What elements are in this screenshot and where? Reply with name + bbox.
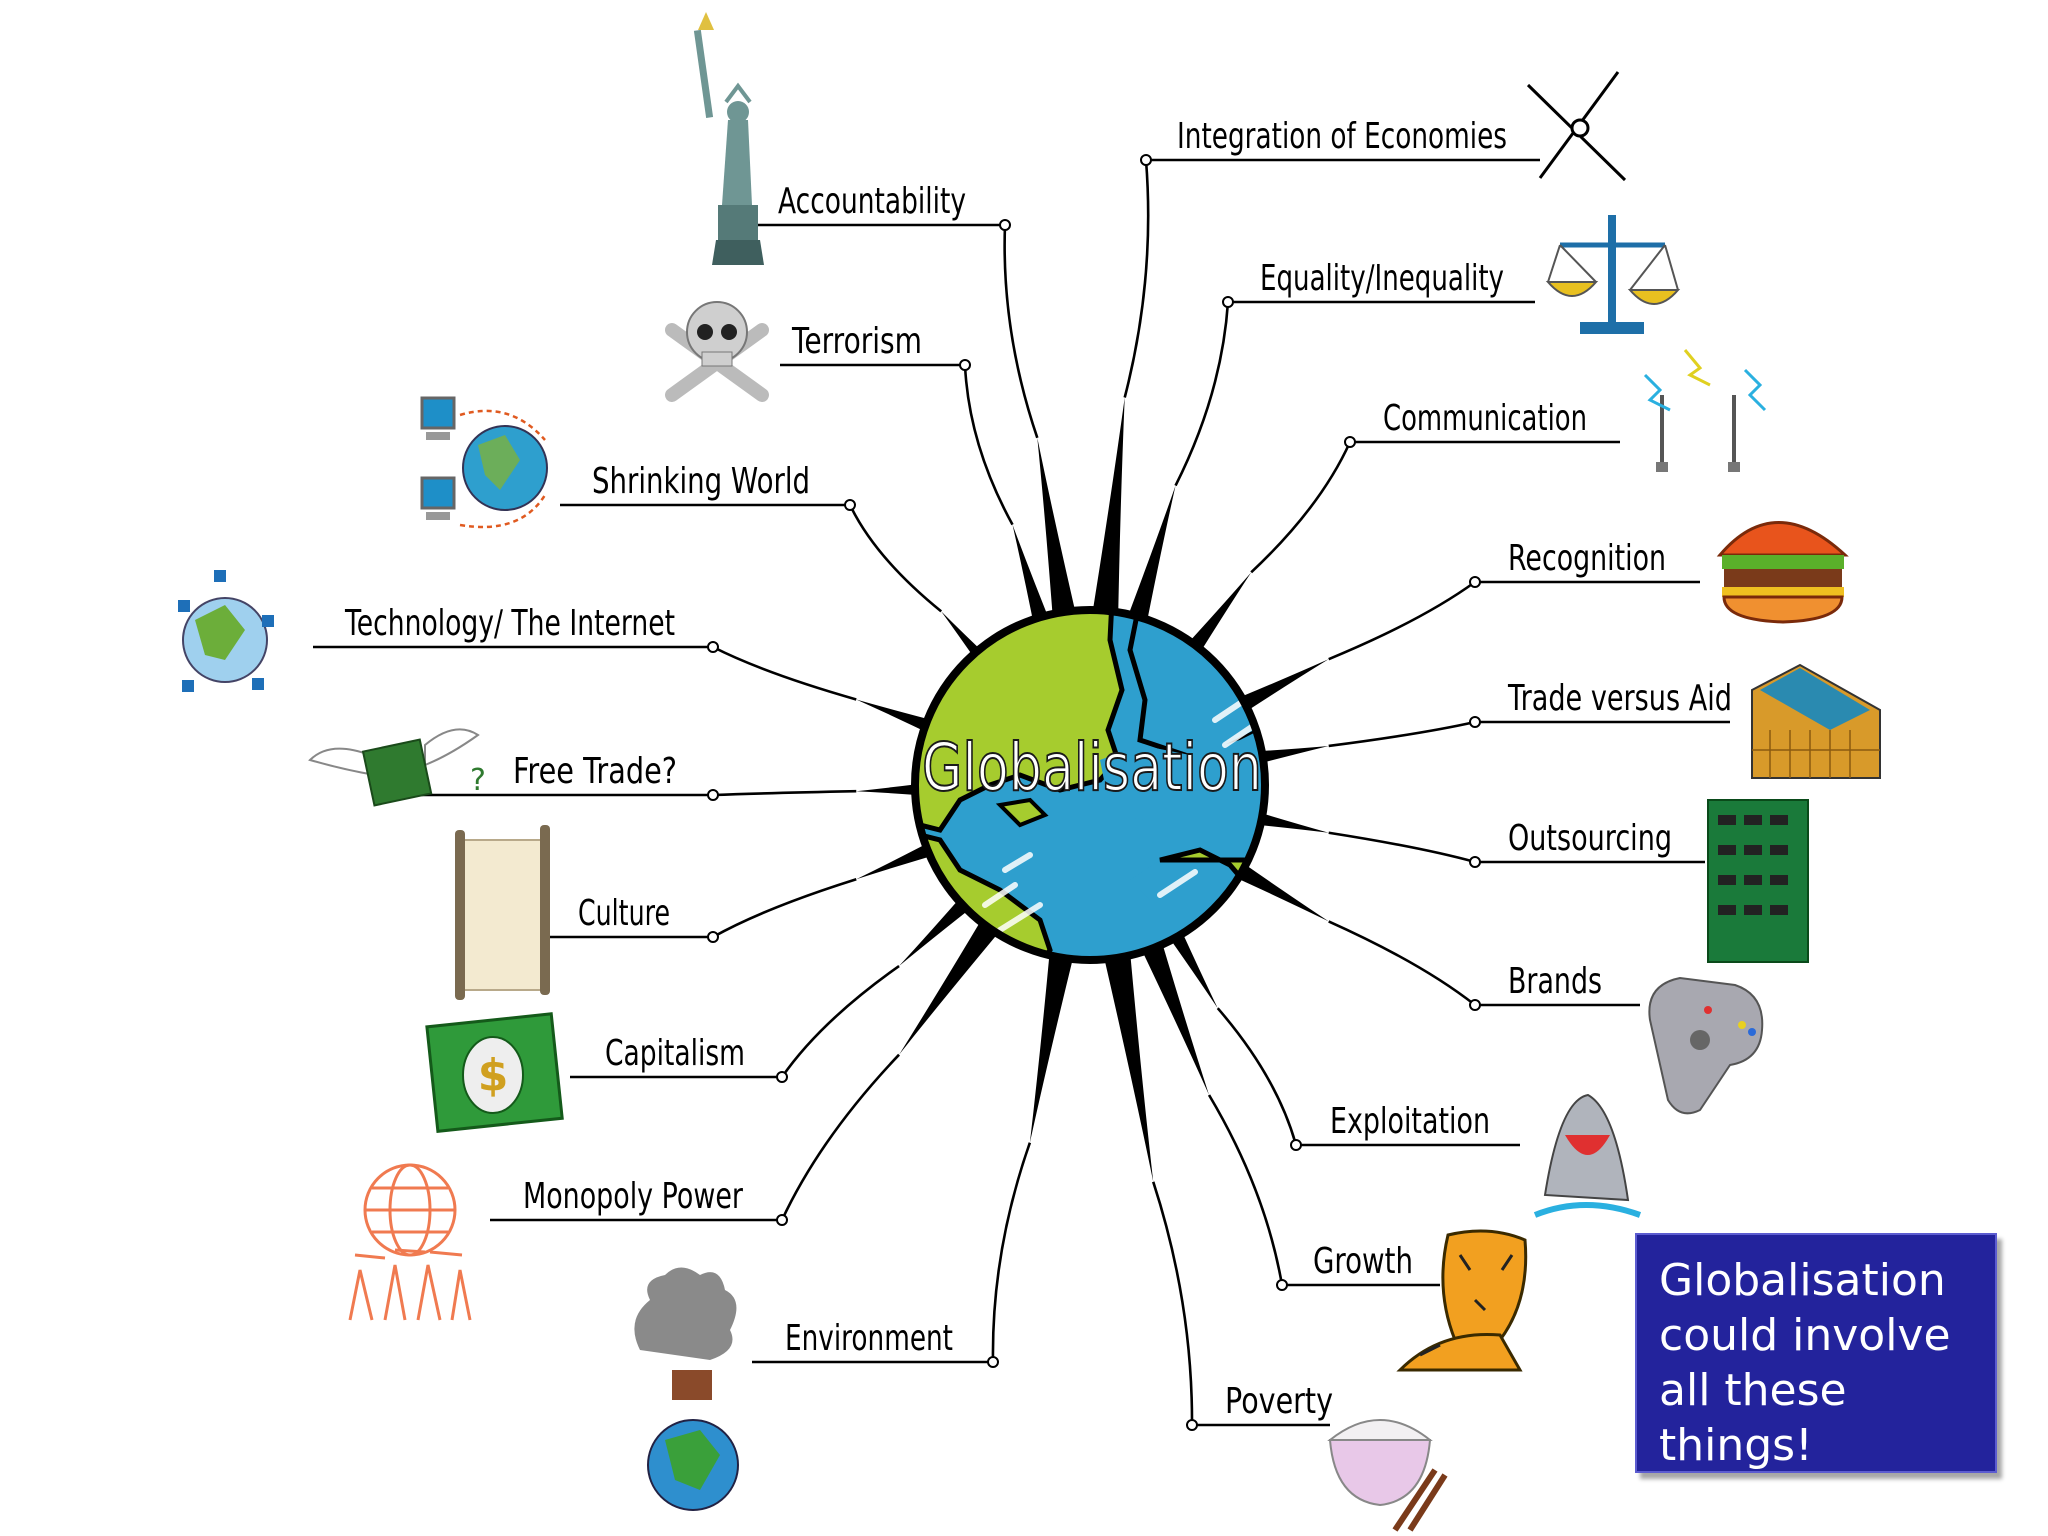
label-accountability: Accountability bbox=[778, 181, 966, 222]
node-accountability bbox=[999, 219, 1011, 231]
networked-globe-icon bbox=[420, 396, 548, 529]
connector-monopoly-power bbox=[780, 1053, 900, 1221]
connector-growth bbox=[1207, 1094, 1284, 1286]
burger-icon bbox=[1716, 521, 1849, 624]
connector-environment bbox=[991, 1142, 1032, 1363]
node-monopoly-power bbox=[776, 1214, 788, 1226]
scroll-icon bbox=[455, 825, 550, 1000]
connector-technology bbox=[712, 645, 857, 701]
callout-note: Globalisation could involve all these th… bbox=[1635, 1233, 1997, 1473]
node-capitalism bbox=[776, 1071, 788, 1083]
svg-text:?: ? bbox=[470, 763, 486, 798]
node-integration bbox=[1140, 154, 1152, 166]
label-shrinking-world: Shrinking World bbox=[592, 461, 810, 502]
label-technology: Technology/ The Internet bbox=[344, 603, 675, 644]
node-communication bbox=[1344, 436, 1356, 448]
compass-icon bbox=[1526, 71, 1627, 182]
callout-line: things! bbox=[1659, 1420, 1813, 1471]
tiger-icon bbox=[1396, 1229, 1528, 1372]
node-brands bbox=[1469, 999, 1481, 1011]
center-label: Globalisation bbox=[922, 729, 1262, 806]
label-outsourcing: Outsourcing bbox=[1508, 818, 1672, 859]
node-environment bbox=[987, 1356, 999, 1368]
node-equality bbox=[1222, 296, 1234, 308]
label-integration: Integration of Economies bbox=[1177, 116, 1507, 157]
label-terrorism: Terrorism bbox=[791, 321, 922, 362]
branch-icons: ? $ bbox=[178, 12, 1881, 1532]
node-trade-aid bbox=[1469, 716, 1481, 728]
label-capitalism: Capitalism bbox=[605, 1033, 745, 1074]
node-recognition bbox=[1469, 576, 1481, 588]
rice-bowl-icon bbox=[1327, 1419, 1448, 1532]
label-growth: Growth bbox=[1313, 1241, 1413, 1282]
connector-recognition bbox=[1328, 580, 1476, 661]
connector-communication bbox=[1250, 441, 1352, 574]
polluted-earth-icon bbox=[634, 1267, 739, 1511]
node-technology bbox=[707, 641, 719, 653]
circuit-board-icon bbox=[1707, 799, 1809, 963]
statue-of-liberty-icon bbox=[693, 12, 764, 265]
satellite-globe-icon bbox=[178, 570, 274, 692]
scales-icon bbox=[1545, 215, 1681, 334]
node-outsourcing bbox=[1469, 856, 1481, 868]
label-culture: Culture bbox=[578, 893, 670, 934]
label-equality: Equality/Inequality bbox=[1260, 258, 1504, 299]
branch-connectors bbox=[313, 154, 1730, 1431]
connector-terrorism bbox=[963, 364, 1014, 526]
node-exploitation bbox=[1290, 1139, 1302, 1151]
label-recognition: Recognition bbox=[1508, 538, 1666, 579]
connector-trade-aid bbox=[1328, 720, 1476, 748]
dollar-bill-icon: $ bbox=[425, 1012, 564, 1133]
node-shrinking-world bbox=[844, 499, 856, 511]
label-exploitation: Exploitation bbox=[1330, 1101, 1490, 1142]
connector-accountability bbox=[1003, 224, 1039, 439]
connector-poverty bbox=[1152, 1181, 1194, 1426]
connector-capitalism bbox=[780, 964, 900, 1078]
callout-line: Globalisation bbox=[1659, 1255, 1946, 1306]
label-environment: Environment bbox=[785, 1318, 953, 1359]
central-globe: Globalisation bbox=[911, 606, 1269, 964]
node-growth bbox=[1276, 1279, 1288, 1291]
label-free-trade: Free Trade? bbox=[513, 751, 677, 792]
connector-brands bbox=[1328, 920, 1476, 1007]
connector-exploitation bbox=[1216, 1007, 1298, 1146]
winged-money-icon: ? bbox=[308, 728, 486, 807]
connector-equality bbox=[1174, 301, 1230, 487]
game-controller-icon bbox=[1648, 976, 1764, 1115]
node-culture bbox=[707, 931, 719, 943]
connector-free-trade bbox=[712, 789, 857, 797]
people-holding-globe-icon bbox=[348, 1163, 472, 1321]
label-brands: Brands bbox=[1508, 961, 1602, 1002]
label-trade-aid: Trade versus Aid bbox=[1507, 678, 1732, 719]
skull-crossbones-icon bbox=[665, 301, 769, 402]
connector-culture bbox=[712, 878, 857, 939]
node-free-trade bbox=[707, 789, 719, 801]
radio-towers-icon bbox=[1643, 349, 1767, 472]
connector-shrinking-world bbox=[848, 504, 943, 613]
label-poverty: Poverty bbox=[1225, 1381, 1333, 1422]
label-communication: Communication bbox=[1383, 398, 1587, 439]
building-icon bbox=[1751, 663, 1881, 779]
callout-line: could involve bbox=[1659, 1310, 1951, 1361]
connector-integration bbox=[1123, 159, 1150, 398]
shark-icon bbox=[1533, 1093, 1642, 1218]
label-monopoly-power: Monopoly Power bbox=[523, 1176, 743, 1217]
connector-outsourcing bbox=[1328, 831, 1476, 864]
svg-text:$: $ bbox=[478, 1050, 509, 1101]
callout-line: all these bbox=[1659, 1365, 1847, 1416]
node-terrorism bbox=[959, 359, 971, 371]
node-poverty bbox=[1186, 1419, 1198, 1431]
